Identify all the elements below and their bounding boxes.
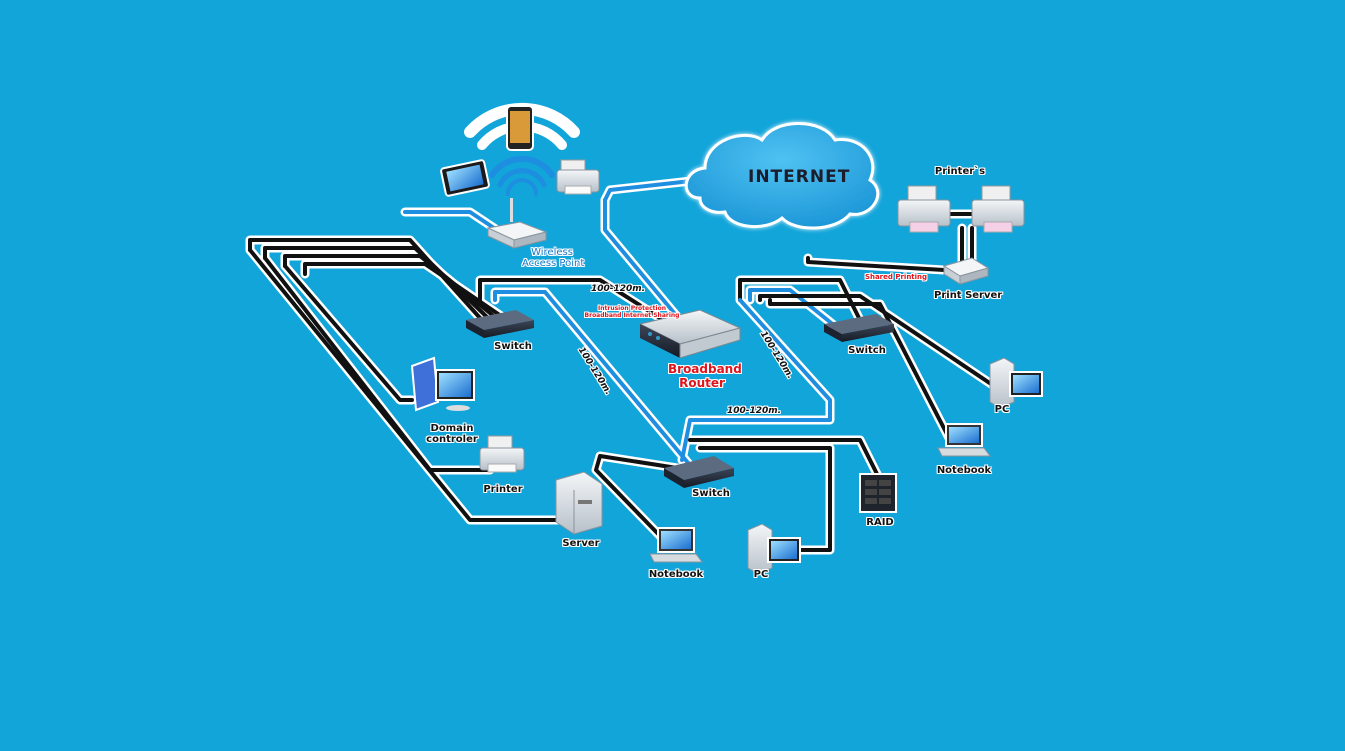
pc-icon bbox=[989, 357, 1043, 409]
network-cable bbox=[758, 294, 1002, 392]
router-icon bbox=[638, 309, 742, 359]
printer-icon bbox=[479, 435, 525, 473]
laptop-icon bbox=[649, 527, 703, 563]
network-cable bbox=[698, 446, 832, 552]
tablet-icon bbox=[440, 159, 490, 197]
print-server-icon bbox=[942, 257, 990, 285]
raid-icon bbox=[859, 473, 897, 513]
router-note-label: Intrusion Protection Broadband Internet … bbox=[584, 305, 680, 319]
server-icon bbox=[410, 356, 475, 412]
switch-icon bbox=[824, 314, 894, 342]
network-cable bbox=[248, 248, 562, 522]
distance-label: 100-120m. bbox=[726, 406, 782, 416]
smartphone-icon bbox=[506, 105, 534, 151]
switch-label: Switch bbox=[494, 341, 532, 352]
domain-controller-label: Domain controler bbox=[426, 423, 478, 445]
server-icon bbox=[555, 471, 603, 535]
laptop-icon bbox=[937, 423, 991, 457]
notebook-label: Notebook bbox=[648, 569, 704, 580]
cloud-icon bbox=[684, 122, 880, 230]
network-cable bbox=[283, 264, 414, 402]
network-cable bbox=[603, 198, 682, 322]
printers-label: Printer`s bbox=[934, 166, 986, 177]
network-cable bbox=[478, 278, 662, 320]
print-server-label: Print Server bbox=[934, 290, 1003, 301]
network-cable bbox=[806, 256, 946, 272]
switch-icon bbox=[664, 456, 734, 488]
network-cable bbox=[303, 262, 506, 320]
pc-label: PC bbox=[994, 404, 1010, 415]
cable-layer bbox=[245, 175, 1005, 555]
internet-label: INTERNET bbox=[748, 167, 851, 187]
pc-icon bbox=[747, 523, 801, 575]
network-cable bbox=[688, 438, 882, 482]
shared-printing-label: Shared Printing bbox=[864, 273, 928, 281]
network-cable bbox=[603, 178, 702, 202]
notebook-label: Notebook bbox=[936, 465, 992, 476]
network-cable bbox=[493, 290, 696, 472]
wireless-access-point-label: Wireless Access Point bbox=[522, 247, 585, 269]
router-icon bbox=[486, 198, 548, 249]
server-label: Server bbox=[562, 538, 600, 549]
network-cable bbox=[403, 210, 502, 234]
printer-icon bbox=[556, 159, 600, 195]
network-cable bbox=[768, 298, 952, 442]
network-cable bbox=[748, 288, 842, 332]
raid-label: RAID bbox=[866, 517, 894, 528]
network-cable bbox=[594, 454, 692, 542]
switch-label: Switch bbox=[692, 488, 730, 499]
distance-label: 100-120m. bbox=[590, 284, 646, 294]
pc-label: PC bbox=[753, 569, 769, 580]
switch-icon bbox=[466, 310, 534, 338]
network-cable bbox=[263, 256, 492, 472]
printer-label: Printer bbox=[483, 484, 523, 495]
switch-label: Switch bbox=[848, 345, 886, 356]
printer-icon bbox=[971, 185, 1025, 233]
network-cable bbox=[680, 298, 832, 462]
network-cable bbox=[738, 278, 862, 322]
broadband-router-label: Broadband Router bbox=[668, 362, 742, 390]
printer-icon bbox=[897, 185, 951, 233]
